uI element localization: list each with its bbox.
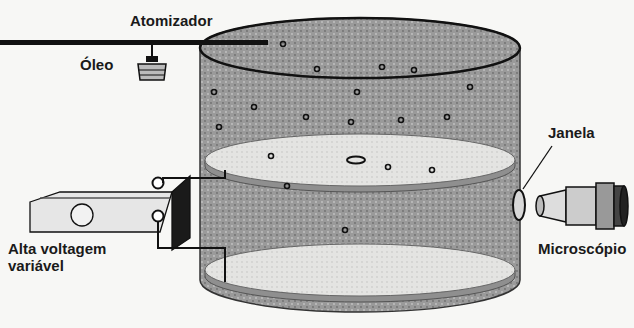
wires (158, 170, 225, 282)
oil-drops (212, 42, 473, 233)
lower-plate (205, 244, 515, 302)
part-label: Alta voltagem variável (6, 240, 122, 274)
leader-line (523, 146, 552, 189)
power-supply (30, 176, 190, 250)
window (513, 190, 525, 220)
part-label: Óleo (78, 56, 115, 73)
chamber-cylinder (200, 18, 520, 312)
part-label: Microscópio (536, 240, 628, 257)
microscope (536, 183, 628, 229)
part-label: Atomizador (128, 12, 215, 29)
atomizer (0, 40, 268, 80)
part-label: Janela (546, 124, 597, 141)
upper-plate (205, 134, 515, 192)
